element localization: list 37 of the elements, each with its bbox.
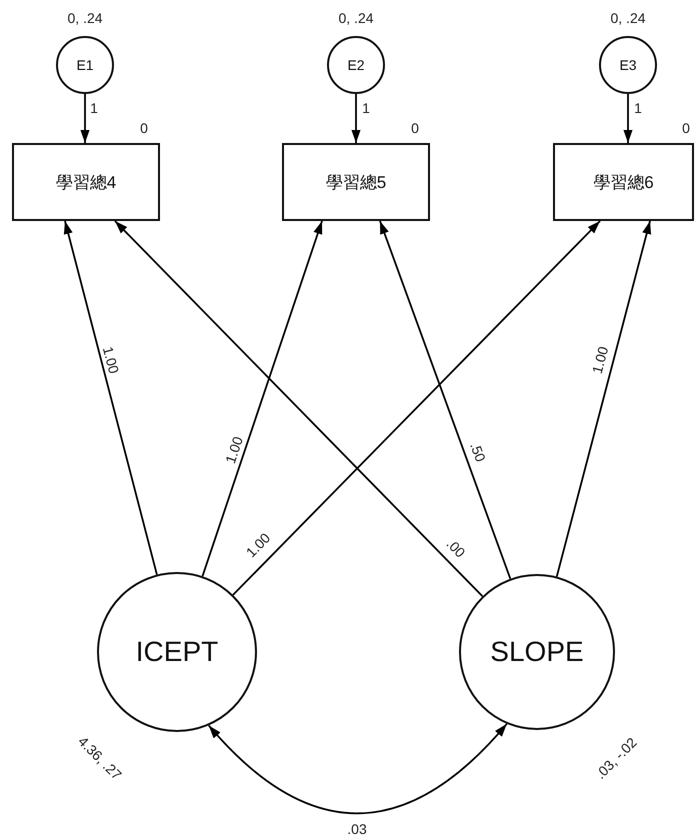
path-arrow	[351, 94, 361, 143]
parameter-estimate: 0, .24	[610, 11, 646, 25]
edge-label: 1	[90, 101, 98, 115]
edge-label: .00	[444, 536, 468, 560]
edge-label: 1	[362, 101, 370, 115]
edge-label: .50	[468, 440, 488, 464]
parameter-estimate: 0, .24	[67, 11, 103, 25]
edge-label: 1	[634, 101, 642, 115]
parameter-estimate: 0	[411, 121, 419, 135]
node-label: E2	[347, 57, 365, 73]
node-label: 學習總5	[326, 172, 386, 194]
path-arrow	[623, 94, 633, 143]
observed-variable-box	[553, 143, 694, 221]
path-arrow	[556, 220, 652, 577]
edge-label: 1.00	[100, 345, 122, 375]
edge-label: 1.00	[223, 434, 245, 466]
path-arrow	[232, 220, 601, 596]
parameter-estimate: 0	[682, 121, 690, 135]
node-label: 學習總6	[593, 172, 654, 194]
path-arrow	[64, 220, 158, 575]
parameter-estimate: .03, -.02	[592, 734, 640, 782]
edge-label: 1.00	[590, 345, 610, 375]
path-arrow	[114, 220, 484, 597]
node-label: E3	[619, 57, 637, 73]
node-label: ICEPT	[136, 636, 218, 668]
observed-variable-box	[282, 143, 430, 221]
path-arrow	[80, 94, 90, 143]
path-arrow	[202, 220, 323, 576]
path-arrow	[379, 220, 512, 580]
node-label: SLOPE	[490, 636, 584, 668]
edge-label: .03	[347, 822, 367, 836]
node-label: 學習總4	[56, 172, 116, 194]
covariance-arrow	[208, 723, 508, 814]
parameter-estimate: 0, .24	[338, 11, 374, 25]
observed-variable-box	[12, 143, 160, 221]
node-label: E1	[76, 57, 94, 73]
parameter-estimate: 0	[140, 121, 148, 135]
